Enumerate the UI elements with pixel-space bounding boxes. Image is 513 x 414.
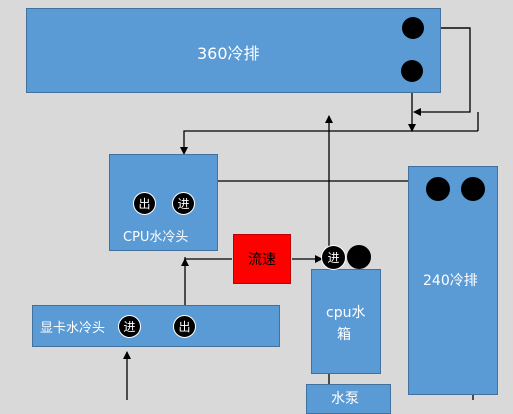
reservoir-inlet: 进 xyxy=(321,245,346,270)
cpu-water-block: CPU水冷头 xyxy=(109,154,218,251)
radiator-360-port-top xyxy=(402,17,424,39)
radiator-360: 360冷排 xyxy=(26,8,441,93)
reservoir-label-1: cpu水 xyxy=(326,305,366,321)
gpu-water-block: 显卡水冷头 xyxy=(32,305,280,347)
tube-to-cpu-in xyxy=(180,130,478,155)
cpu-block-inlet: 进 xyxy=(172,192,195,215)
gpu-block-label: 显卡水冷头 xyxy=(40,321,106,336)
radiator-240-port-right xyxy=(461,177,485,201)
water-pump: 水泵 xyxy=(306,384,391,414)
radiator-240-port-left xyxy=(426,177,450,201)
gpu-block-outlet: 出 xyxy=(173,315,196,338)
radiator-240-label: 240冷排 xyxy=(423,273,478,289)
radiator-360-port-bottom xyxy=(401,60,423,82)
radiator-240: 240冷排 xyxy=(408,166,498,395)
cpu-block-label: CPU水冷头 xyxy=(123,230,189,245)
cpu-reservoir: cpu水 箱 xyxy=(311,269,381,374)
reservoir-label-2: 箱 xyxy=(337,327,351,343)
cpu-block-outlet: 出 xyxy=(133,192,156,215)
reservoir-port xyxy=(347,245,371,269)
flow-meter: 流速 xyxy=(233,234,291,284)
pump-label: 水泵 xyxy=(331,391,359,407)
radiator-360-label: 360冷排 xyxy=(197,44,260,63)
gpu-block-inlet: 进 xyxy=(118,315,141,338)
